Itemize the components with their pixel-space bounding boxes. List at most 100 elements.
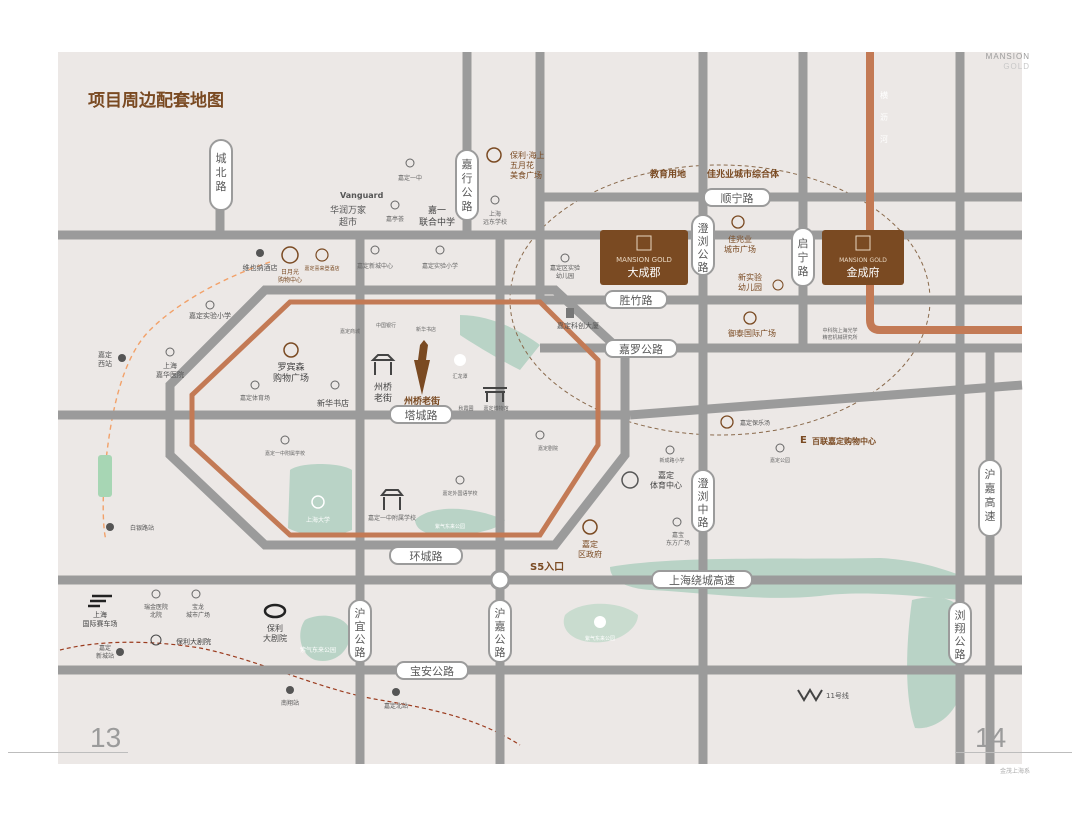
school-icon bbox=[665, 445, 675, 455]
svg-text:嘉定一中附属学校: 嘉定一中附属学校 bbox=[265, 450, 305, 457]
river-label-3: 河 bbox=[880, 134, 888, 144]
footer-line-left bbox=[8, 752, 128, 753]
park-icon bbox=[594, 616, 606, 628]
footer-note: 金茂上海系 bbox=[999, 768, 1030, 775]
poi-zhouqiao[interactable]: 州桥老街 bbox=[374, 381, 392, 404]
school-icon bbox=[435, 245, 445, 255]
svg-text:中国银行: 中国银行 bbox=[376, 322, 396, 329]
school-icon bbox=[560, 253, 570, 263]
poi-jiading-gov[interactable]: 嘉定区政府 bbox=[578, 539, 602, 559]
road-label-shunning: 顺宁路 bbox=[721, 191, 754, 205]
svg-text:嘉定一中附属学校: 嘉定一中附属学校 bbox=[368, 514, 416, 522]
hospital-icon bbox=[151, 589, 161, 599]
road-label-shengzhu: 胜竹路 bbox=[620, 293, 653, 307]
pavilion-icon bbox=[370, 354, 396, 375]
school-icon bbox=[490, 195, 500, 205]
university-icon bbox=[311, 495, 325, 509]
svg-text:嘉定公园: 嘉定公园 bbox=[770, 457, 790, 464]
page-number-left: 13 bbox=[90, 722, 122, 753]
road-label-hujia: 沪嘉公路 bbox=[495, 606, 506, 659]
svg-text:嘉定喜来登酒店: 嘉定喜来登酒店 bbox=[304, 265, 339, 272]
poi-jiayi[interactable]: 嘉一联合中学 bbox=[419, 204, 455, 228]
metro-station-icon bbox=[116, 648, 124, 656]
svg-text:嘉宝东方广场: 嘉宝东方广场 bbox=[666, 531, 690, 547]
map-title: 项目周边配套地图 bbox=[88, 90, 224, 111]
canal-river bbox=[866, 52, 1022, 334]
outer-ring-road bbox=[165, 285, 630, 550]
project-en-courtyard: MANSION GOLD bbox=[616, 256, 672, 264]
shopping-icon bbox=[283, 342, 299, 358]
road-label-hujiagaosu: 沪嘉高速 bbox=[985, 467, 996, 523]
svg-text:保利大剧院: 保利大剧院 bbox=[176, 637, 211, 646]
svg-text:嘉定实验小学: 嘉定实验小学 bbox=[422, 262, 458, 270]
poi-circuit[interactable]: 上海国际赛车场 bbox=[83, 610, 118, 628]
project-en-mansion: MANSION GOLD bbox=[839, 257, 887, 264]
svg-text:嘉定实验小学: 嘉定实验小学 bbox=[189, 311, 231, 320]
svg-text:嘉定剧院: 嘉定剧院 bbox=[538, 445, 558, 452]
park-zijin bbox=[415, 508, 505, 536]
metro-line-11-tag bbox=[98, 455, 112, 497]
shopping-icon bbox=[731, 215, 745, 229]
building-icon bbox=[566, 308, 574, 318]
page-number-right: 14 bbox=[975, 722, 1007, 753]
temple-icon bbox=[379, 489, 405, 510]
svg-text:紫气东来公园: 紫气东来公园 bbox=[300, 646, 336, 654]
road-label-jialuo: 嘉罗公路 bbox=[619, 342, 663, 356]
metro-station-icon bbox=[106, 523, 114, 531]
metro-line-south bbox=[59, 641, 521, 746]
s5-roundabout bbox=[489, 569, 511, 591]
svg-text:中科院上海光学精密机械研究所: 中科院上海光学精密机械研究所 bbox=[822, 327, 857, 341]
brand-line1: MANSION bbox=[985, 52, 1030, 61]
area-jiazhao: 佳兆业城市综合体 bbox=[707, 168, 780, 180]
poi-luobinsen[interactable]: 罗宾森购物广场 bbox=[273, 361, 309, 384]
poi-bailian[interactable]: 百联嘉定购物中心 bbox=[812, 436, 876, 446]
svg-text:嘉定保乐汤: 嘉定保乐汤 bbox=[740, 419, 770, 427]
svg-text:紫气东来公园: 紫气东来公园 bbox=[435, 523, 465, 530]
project-courtyard[interactable]: MANSION GOLD 大成郡 bbox=[600, 230, 688, 285]
theater-logo-icon bbox=[263, 603, 287, 619]
hotel-logo-icon bbox=[797, 688, 823, 702]
svg-text:新华书店: 新华书店 bbox=[317, 398, 349, 408]
project-mansion[interactable]: MANSION GOLD 金成府 bbox=[822, 230, 904, 285]
svg-text:新成路小学: 新成路小学 bbox=[659, 457, 684, 464]
metro-line-11 bbox=[102, 261, 271, 541]
river-label-2: 沥 bbox=[880, 113, 888, 122]
road-label-chengbei: 城北路 bbox=[216, 152, 227, 193]
poi-xinshiyan[interactable]: 新实验幼儿园 bbox=[738, 272, 762, 292]
svg-text:嘉定区实验幼儿园: 嘉定区实验幼儿园 bbox=[550, 264, 580, 280]
metro-station-icon bbox=[256, 249, 264, 257]
mall-icon bbox=[191, 589, 201, 599]
poi-jiading-sports[interactable]: 嘉定体育中心 bbox=[650, 470, 682, 490]
road-label-jiaxing: 嘉行公路 bbox=[462, 157, 473, 213]
poi-baoli-theater[interactable]: 保利大剧院 bbox=[263, 623, 287, 643]
poi-fahuata[interactable]: 州桥老街 bbox=[403, 395, 440, 407]
hotel-icon bbox=[315, 248, 329, 262]
spa-icon bbox=[720, 415, 734, 429]
hospital-icon bbox=[205, 300, 215, 310]
poi-vanguard[interactable]: 华润万家超市 bbox=[330, 204, 366, 228]
poi-yutai[interactable]: 御泰国际广场 bbox=[728, 328, 776, 338]
shopping-icon bbox=[743, 311, 757, 325]
theater-icon bbox=[535, 430, 545, 440]
poi-jiazhao-plaza[interactable]: 佳兆业城市广场 bbox=[724, 234, 756, 254]
svg-text:维也纳酒店: 维也纳酒店 bbox=[243, 263, 278, 272]
school-icon bbox=[280, 435, 290, 445]
svg-text:嘉定外国语学校: 嘉定外国语学校 bbox=[442, 490, 477, 497]
metro-station-icon bbox=[392, 688, 400, 696]
svg-text:嘉定科创大厦: 嘉定科创大厦 bbox=[557, 321, 599, 330]
poi-baoli[interactable]: 保利·海上五月花美食广场 bbox=[510, 150, 545, 180]
svg-text:上海远东学校: 上海远东学校 bbox=[483, 210, 507, 226]
project-cn-courtyard: 大成郡 bbox=[628, 265, 661, 279]
sports-icon bbox=[621, 471, 639, 489]
svg-text:嘉定一中: 嘉定一中 bbox=[398, 174, 422, 182]
sun-icon bbox=[281, 246, 299, 264]
metro-station-icon bbox=[118, 354, 126, 362]
road-labels: 城北路 嘉行公路 顺宁路 澄浏公路 启宁路 胜竹路 嘉罗公路 塔城路 澄浏中路 … bbox=[209, 139, 1002, 680]
svg-text:嘉亭荟: 嘉亭荟 bbox=[386, 215, 404, 223]
mall-icon bbox=[672, 517, 682, 527]
svg-text:嘉定北站: 嘉定北站 bbox=[384, 702, 408, 710]
road-label-qining: 启宁路 bbox=[798, 237, 809, 278]
svg-text:嘉定新城中心: 嘉定新城中心 bbox=[357, 262, 393, 270]
svg-text:日月光购物中心: 日月光购物中心 bbox=[278, 268, 302, 284]
